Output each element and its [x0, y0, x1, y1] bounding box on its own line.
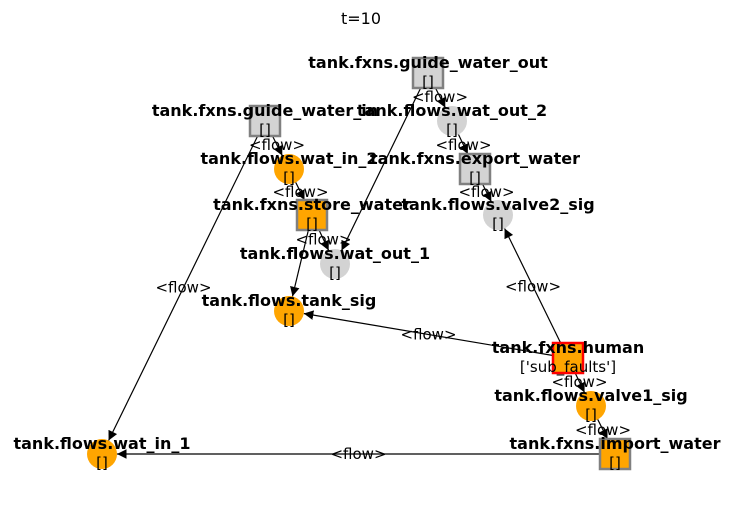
edge-store-to-tank_sig: [290, 229, 309, 297]
edge-label: <flow>: [400, 326, 456, 344]
node-state-label: []: [259, 121, 271, 139]
edge-label: <flow>: [412, 88, 468, 106]
edge-label: <flow>: [458, 183, 514, 201]
edge-guide_out-to-wat_out_1: [341, 87, 422, 251]
node-label: tank.flows.wat_out_2: [357, 101, 547, 120]
node-state-label: []: [96, 454, 108, 472]
edge-labels-layer: <flow> <flow> <flow> <flow> <flow> <flow> <flo…: [155, 88, 631, 463]
edge-label: <flow>: [330, 445, 386, 463]
function-node-human[interactable]: [551, 341, 585, 375]
function-node-export[interactable]: [458, 152, 492, 186]
edge-human-to-valve2: [504, 228, 562, 344]
flow-node-wat_in_2[interactable]: [274, 154, 304, 184]
edge-label: <flow>: [155, 279, 211, 297]
node-label: tank.flows.wat_in_2: [200, 149, 377, 168]
node-state-label: []: [283, 311, 295, 329]
node-state-label: ['sub_faults']: [520, 358, 616, 377]
node-label: tank.fxns.export_water: [370, 149, 580, 168]
edge-export-to-valve2: [481, 183, 492, 202]
node-state-label: []: [306, 215, 318, 233]
node-state-label: []: [329, 264, 341, 282]
function-node-store[interactable]: [295, 198, 329, 232]
nodes-layer: [87, 56, 632, 471]
flow-node-valve1[interactable]: [576, 391, 606, 421]
node-label: tank.fxns.guide_water_out: [308, 53, 548, 72]
node-label: tank.flows.tank_sig: [202, 291, 377, 310]
edge-guide_out-to-wat_out_2: [434, 87, 446, 108]
edge-store-to-wat_out_1: [318, 229, 330, 251]
node-state-label: []: [492, 215, 504, 233]
node-state-label: []: [283, 169, 295, 187]
flow-node-wat_out_1[interactable]: [320, 249, 350, 279]
node-label: tank.fxns.store_water: [213, 195, 411, 214]
edge-guide_in-to-wat_in_2: [271, 135, 283, 156]
edge-label: <flow>: [249, 136, 305, 154]
edge-wat_out_2-to-export: [457, 134, 469, 155]
graph-title: t=10: [341, 9, 381, 28]
node-label: tank.flows.wat_in_1: [13, 434, 190, 453]
function-node-import[interactable]: [598, 437, 632, 471]
function-node-guide_out[interactable]: [411, 56, 445, 90]
edge-label: <flow>: [435, 136, 491, 154]
edge-human-to-valve1: [574, 372, 586, 393]
edge-wat_in_2-to-store: [295, 182, 306, 201]
node-label: tank.fxns.guide_water_in: [152, 101, 378, 120]
edge-label: <flow>: [272, 183, 328, 201]
flow-node-tank_sig[interactable]: [274, 296, 304, 326]
node-label: tank.fxns.import_water: [510, 434, 721, 453]
node-state-label: []: [422, 73, 434, 91]
edge-human-to-tank_sig: [303, 310, 554, 357]
node-state-label: []: [446, 121, 458, 139]
node-state-label: []: [469, 169, 481, 187]
edge-label: <flow>: [551, 373, 607, 391]
edges-layer: [108, 87, 609, 459]
flow-node-valve2[interactable]: [483, 200, 513, 230]
node-state-label: []: [585, 406, 597, 424]
node-labels-layer: tank.fxns.guide_water_out[]tank.flows.wa…: [13, 53, 720, 472]
edge-label: <flow>: [505, 278, 561, 296]
function-node-guide_in[interactable]: [248, 104, 282, 138]
flow-node-wat_in_1[interactable]: [87, 439, 117, 469]
node-label: tank.flows.wat_out_1: [240, 244, 430, 263]
node-state-label: []: [609, 454, 621, 472]
edge-guide_in-to-wat_in_1: [108, 135, 259, 441]
edge-valve1-to-import: [597, 419, 609, 440]
flow-node-wat_out_2[interactable]: [437, 106, 467, 136]
node-label: tank.flows.valve1_sig: [494, 386, 687, 405]
node-label: tank.fxns.human: [492, 338, 644, 357]
node-label: tank.flows.valve2_sig: [401, 195, 594, 214]
edge-label: <flow>: [575, 421, 631, 439]
edge-label: <flow>: [295, 231, 351, 249]
